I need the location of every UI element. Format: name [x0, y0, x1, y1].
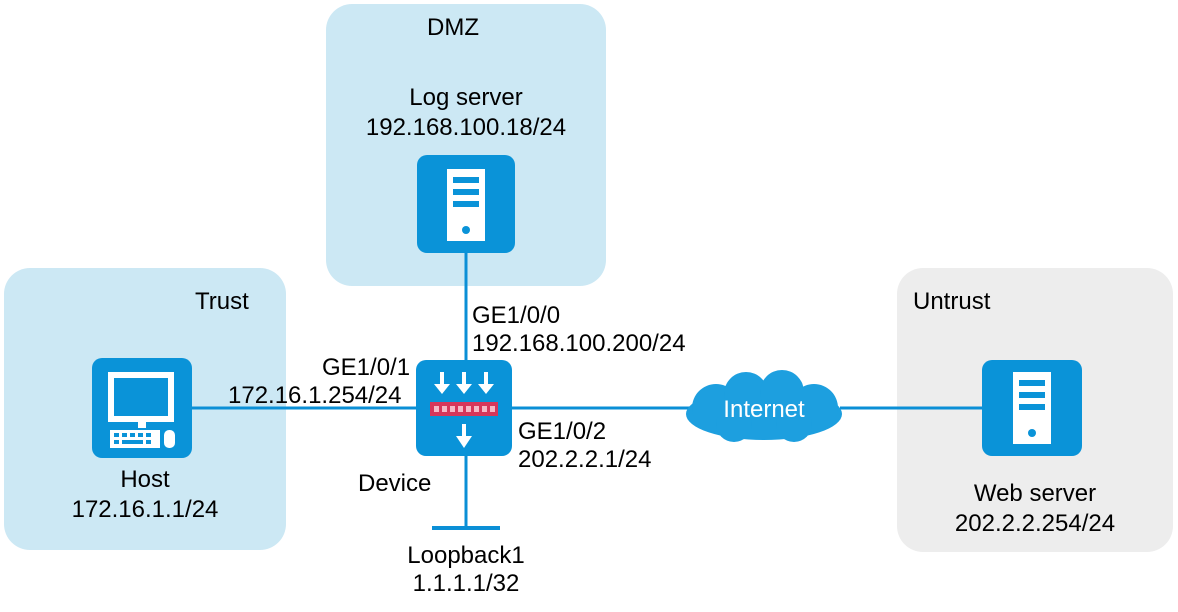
dmz-zone-label: DMZ: [427, 14, 479, 41]
cloud-icon: [686, 370, 842, 442]
host-ip: 172.16.1.1/24: [71, 496, 219, 523]
untrust-zone-label: Untrust: [913, 288, 991, 315]
firewall-icon: [430, 372, 498, 448]
device-node[interactable]: [416, 360, 512, 456]
desktop-computer-icon: [108, 372, 175, 448]
internet-node[interactable]: Internet: [674, 368, 854, 448]
ge1-0-2-ip: 202.2.2.1/24: [518, 446, 652, 473]
loopback-name: Loopback1: [407, 542, 525, 569]
server-icon: [447, 169, 485, 241]
ge1-0-0-ip: 192.168.100.200/24: [472, 330, 686, 357]
loopback-ip: 1.1.1.1/32: [412, 570, 520, 597]
internet-label: Internet: [723, 396, 805, 423]
web-server-node[interactable]: [982, 360, 1082, 456]
log-server-ip: 192.168.100.18/24: [365, 114, 567, 141]
web-server-name: Web server: [973, 480, 1097, 507]
ge1-0-1-name: GE1/0/1: [322, 354, 411, 381]
device-name: Device: [358, 470, 432, 497]
server-icon: [1013, 372, 1051, 444]
log-server-node[interactable]: [417, 155, 515, 253]
ge1-0-0-name: GE1/0/0: [472, 302, 561, 329]
host-node[interactable]: [92, 358, 192, 458]
ge1-0-2-name: GE1/0/2: [518, 418, 607, 445]
log-server-name: Log server: [409, 84, 523, 111]
trust-zone-label: Trust: [195, 288, 249, 315]
host-name: Host: [120, 466, 170, 493]
ge1-0-1-ip: 172.16.1.254/24: [228, 382, 402, 409]
web-server-ip: 202.2.2.254/24: [954, 510, 1116, 537]
